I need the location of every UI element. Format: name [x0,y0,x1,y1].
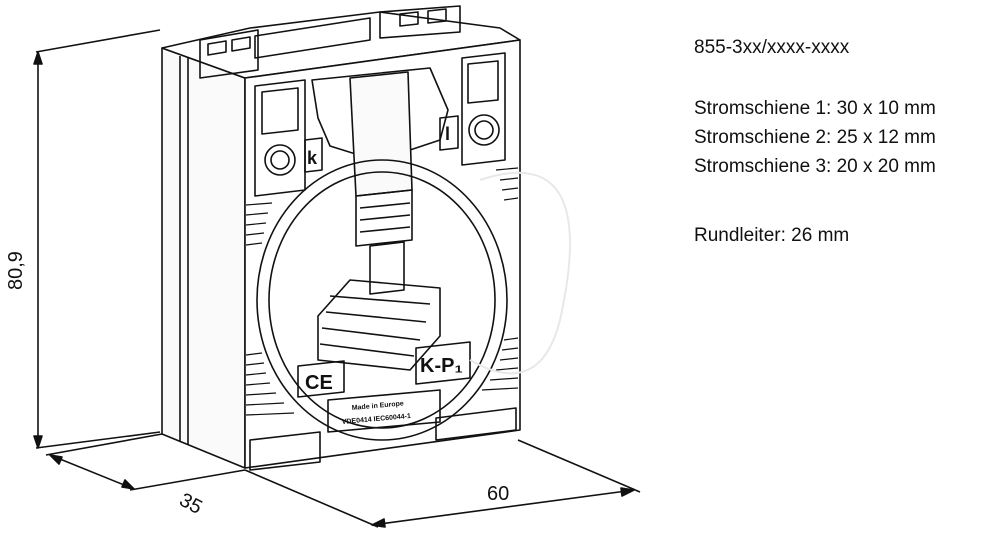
width-label: 60 [487,483,509,505]
depth-label: 35 [176,489,206,519]
depth-dimension [45,433,246,491]
height-dimension [33,29,161,449]
height-label: 80,9 [5,251,27,290]
busbar-3: Stromschiene 3: 20 x 20 mm [694,156,936,177]
width-dimension [244,439,641,528]
k-terminal-mark: k [307,148,318,168]
ce-mark: CE [305,372,333,394]
round-conductor: Rundleiter: 26 mm [694,225,850,246]
housing [161,5,521,471]
l-terminal-mark: l [445,124,450,144]
part-number: 855-3xx/xxxx-xxxx [694,37,850,58]
busbar-1: Stromschiene 1: 30 x 10 mm [694,98,936,119]
made-in-label: Made in Europe [352,400,405,412]
busbar-2: Stromschiene 2: 25 x 12 mm [694,127,936,148]
kp-mark: K-P₁ [420,355,463,377]
